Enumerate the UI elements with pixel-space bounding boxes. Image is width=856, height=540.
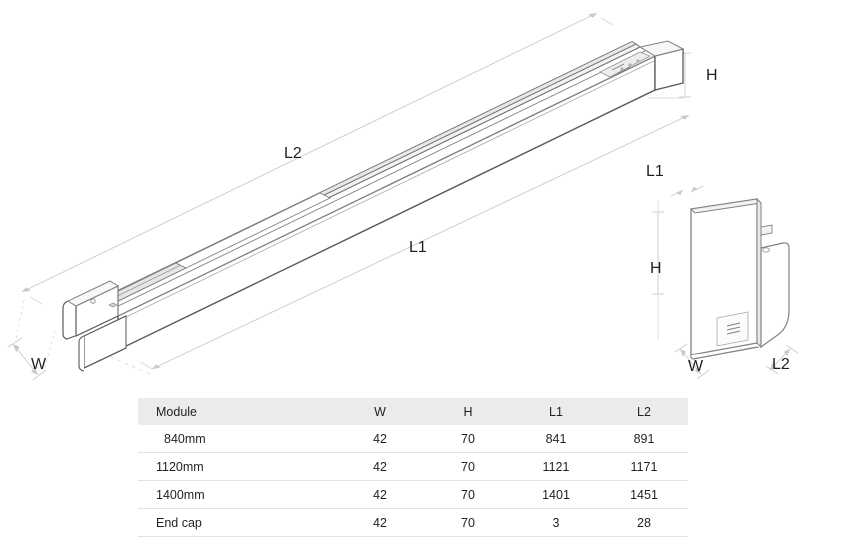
specification-table: Module W H L1 L2 840mm 42 70 841 891 112… (138, 398, 688, 537)
cell-h: 70 (424, 452, 512, 481)
dimension-line-l1-main (139, 114, 690, 370)
cell-module: 840mm (138, 425, 336, 453)
label-l1-endcap: L1 (646, 163, 664, 180)
left-end-cap-assembly (62, 280, 127, 372)
label-h-main: H (706, 67, 718, 84)
label-l1-main: L1 (409, 239, 427, 256)
dimension-line-l2-main (21, 12, 614, 305)
column-header-h: H (424, 398, 512, 425)
cell-l1: 1121 (512, 452, 600, 481)
column-header-w: W (336, 398, 424, 425)
dimension-line-w-main (7, 299, 56, 381)
cell-l2: 1451 (600, 480, 688, 509)
cell-h: 70 (424, 425, 512, 453)
cell-w: 42 (336, 452, 424, 481)
column-header-l2: L2 (600, 398, 688, 425)
cell-w: 42 (336, 508, 424, 536)
label-w-endcap: W (688, 358, 704, 375)
label-l2-endcap: L2 (772, 356, 790, 373)
table-bottom-rule (138, 536, 688, 537)
cell-l2: 1171 (600, 452, 688, 481)
cell-h: 70 (424, 480, 512, 509)
label-l2-main: L2 (284, 145, 302, 162)
table-row: 840mm 42 70 841 891 (138, 425, 688, 453)
cell-w: 42 (336, 425, 424, 453)
cell-w: 42 (336, 480, 424, 509)
cell-l1: 841 (512, 425, 600, 453)
column-header-l1: L1 (512, 398, 600, 425)
cell-h: 70 (424, 508, 512, 536)
label-h-endcap: H (650, 260, 662, 277)
dimension-line-w-endcap (674, 343, 710, 380)
cell-l1: 1401 (512, 480, 600, 509)
column-header-module: Module (138, 398, 336, 425)
cell-l2: 28 (600, 508, 688, 536)
cell-module: End cap (138, 508, 336, 536)
table-header-row: Module W H L1 L2 (138, 398, 688, 425)
luminaire-main-body (62, 40, 685, 372)
label-w-main: W (31, 356, 47, 373)
end-cap-detail-drawing (652, 185, 799, 380)
cell-module: 1400mm (138, 480, 336, 509)
cell-module: 1120mm (138, 452, 336, 481)
table-row: 1120mm 42 70 1121 1171 (138, 452, 688, 481)
table-row: End cap 42 70 3 28 (138, 508, 688, 536)
cell-l1: 3 (512, 508, 600, 536)
dimension-line-l2-endcap (765, 344, 799, 375)
cell-l2: 891 (600, 425, 688, 453)
product-label-sticker (716, 311, 749, 347)
table-row: 1400mm 42 70 1401 1451 (138, 480, 688, 509)
dimension-line-h-endcap (652, 200, 664, 340)
